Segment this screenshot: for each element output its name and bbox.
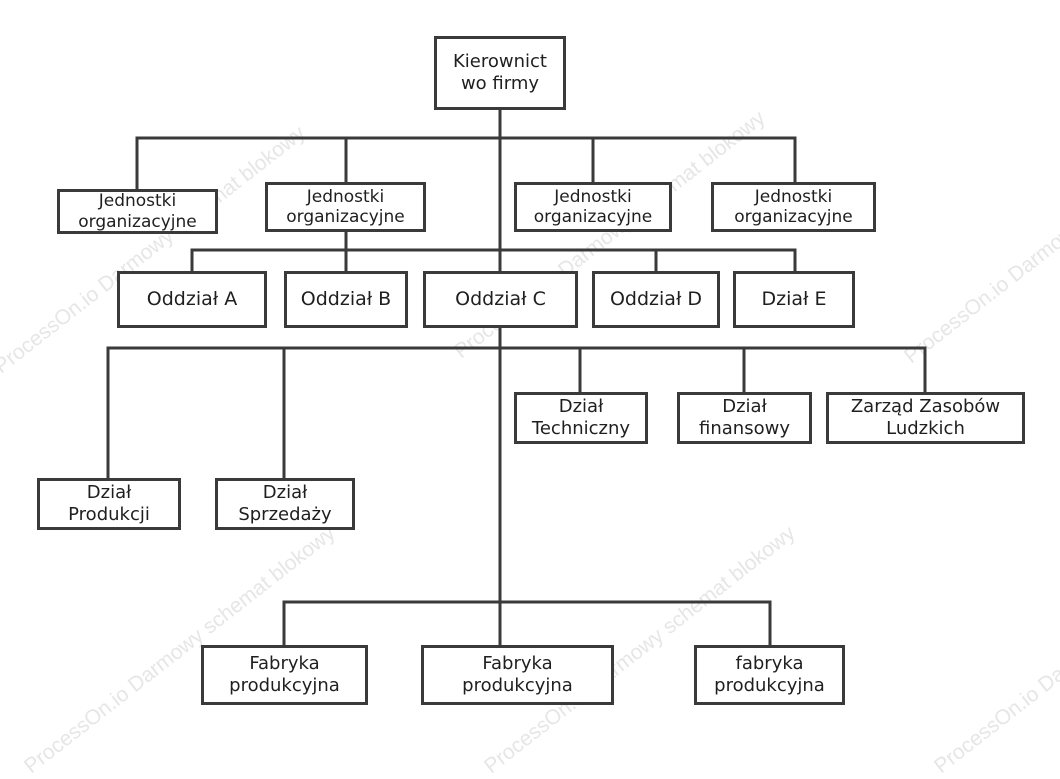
node-label-line: organizacyjne: [286, 207, 405, 227]
node-label-line: organizacyjne: [533, 207, 653, 227]
node-label: Oddział D: [609, 288, 703, 311]
node-label-line: Ludzkich: [886, 418, 965, 439]
node-label: Oddział A: [146, 288, 238, 311]
node-label-line: Dział: [262, 482, 308, 504]
node-label-line: Produkcji: [68, 504, 150, 525]
node-label-line: Dział: [722, 396, 767, 418]
node-label-line: produkcyjna: [714, 675, 825, 696]
node-label: Dział E: [761, 288, 827, 311]
node-label-line: Jednostki: [754, 186, 833, 207]
node-label-line: finansowy: [699, 418, 790, 439]
node-label-line: Techniczny: [531, 418, 631, 439]
node-label-line: Sprzedaży: [238, 504, 332, 525]
node-label-line: Jednostki: [98, 191, 177, 212]
node-label-line: Zarząd Zasobów: [850, 396, 1001, 418]
node-label-line: produkcyjna: [229, 675, 340, 696]
node-label-line: fabryka: [735, 653, 804, 675]
node-label-line: Jednostki: [554, 186, 632, 207]
node-label: Oddział C: [455, 288, 546, 311]
node-label-line: Fabryka: [249, 653, 320, 675]
node-oddzial-c[interactable]: Oddział C: [423, 271, 578, 328]
node-label-line: produkcyjna: [462, 675, 573, 696]
node-dzial-e[interactable]: Dział E: [733, 271, 855, 328]
node-oddzial-a[interactable]: Oddział A: [117, 271, 267, 328]
node-label-line: wo firmy: [460, 73, 540, 94]
node-label: Oddział B: [300, 288, 392, 311]
node-oddzial-b[interactable]: Oddział B: [284, 271, 408, 328]
node-label-line: organizacyjne: [734, 207, 853, 227]
node-label-line: Dział: [558, 396, 604, 418]
node-oddzial-d[interactable]: Oddział D: [592, 271, 720, 328]
node-label-line: Fabryka: [482, 653, 553, 675]
node-label-line: Dział: [86, 482, 132, 504]
node-label-line: Kierownict: [453, 51, 547, 73]
node-label-line: Jednostki: [306, 186, 385, 207]
org-chart: ProcessOn.io Darmowy schemat blokowy Pro…: [0, 36, 1060, 778]
node-label-line: organizacyjne: [78, 211, 197, 232]
connector-lines: [106, 107, 927, 649]
